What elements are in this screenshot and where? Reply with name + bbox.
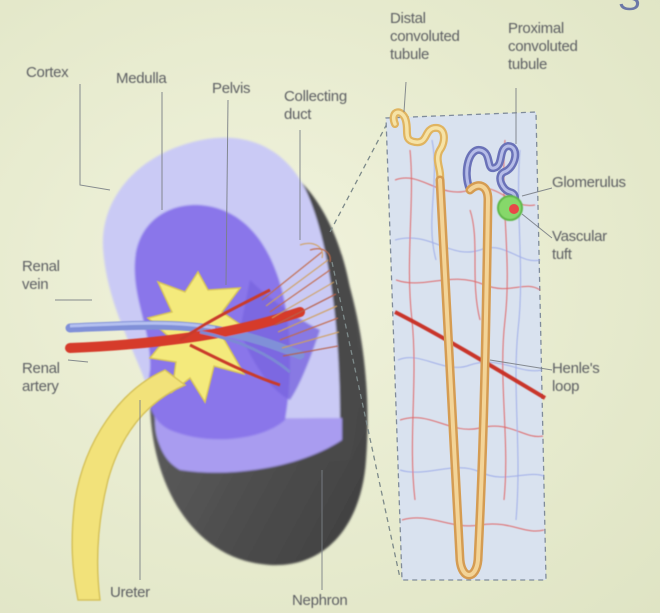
label-glomerulus: Glomerulus <box>552 174 626 192</box>
label-medulla: Medulla <box>116 70 166 88</box>
label-pelvis: Pelvis <box>212 80 250 98</box>
kidney-cross-section <box>103 138 368 566</box>
label-vascular-tuft: Vascular tuft <box>552 228 607 264</box>
vascular-tuft <box>509 204 519 214</box>
label-ureter: Ureter <box>110 584 150 602</box>
label-distal-tubule: Distal convoluted tubule <box>390 10 460 64</box>
label-collecting-duct: Collecting duct <box>284 88 347 124</box>
label-proximal-tubule: Proximal convoluted tubule <box>508 20 578 74</box>
nephron-zoom-panel <box>386 112 546 580</box>
label-renal-artery: Renal artery <box>22 360 60 396</box>
label-henles-loop: Henle's loop <box>552 360 599 396</box>
label-renal-vein: Renal vein <box>22 258 60 294</box>
label-cortex: Cortex <box>26 64 68 82</box>
label-nephron: Nephron <box>292 592 347 610</box>
title-fragment: S <box>618 0 641 18</box>
